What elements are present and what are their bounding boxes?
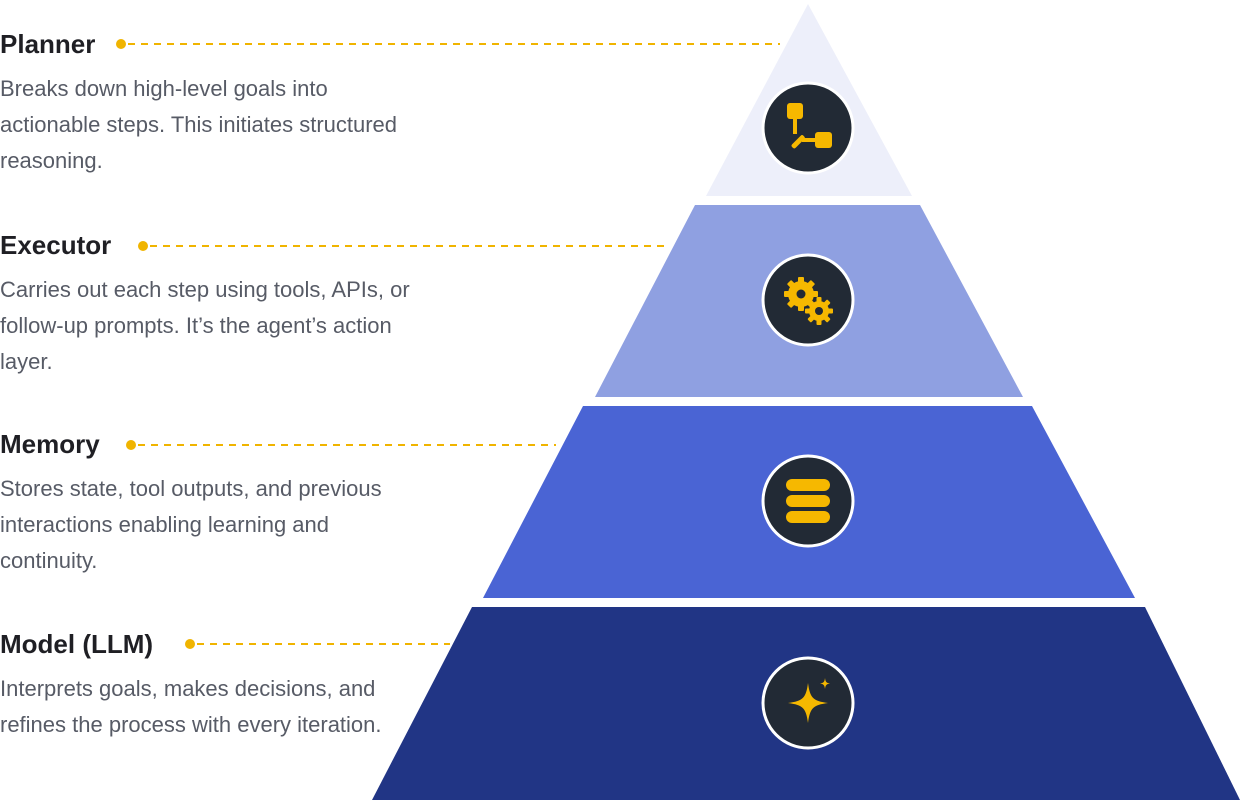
layer-title: Memory	[0, 429, 100, 459]
gears-icon	[761, 253, 855, 347]
sparkle-icon	[761, 656, 855, 750]
layer-title: Planner	[0, 29, 96, 59]
layer-memory: Memory Stores state, tool outputs, and p…	[0, 427, 420, 579]
connector-executor	[138, 241, 668, 251]
connector-planner	[116, 39, 780, 49]
database-icon	[761, 454, 855, 548]
layer-title: Executor	[0, 230, 112, 260]
layer-description: Interprets goals, makes decisions, and r…	[0, 676, 382, 737]
layer-description: Breaks down high-level goals into action…	[0, 76, 398, 173]
flowchart-icon	[761, 81, 855, 175]
layer-executor: Executor Carries out each step using too…	[0, 228, 420, 380]
layer-description: Carries out each step using tools, APIs,…	[0, 277, 410, 374]
layer-model: Model (LLM) Interprets goals, makes deci…	[0, 627, 420, 743]
connector-memory	[126, 440, 556, 450]
layer-planner: Planner Breaks down high-level goals int…	[0, 27, 420, 179]
layer-title: Model (LLM)	[0, 629, 154, 659]
layer-description: Stores state, tool outputs, and previous…	[0, 476, 382, 573]
connector-model	[185, 639, 450, 649]
